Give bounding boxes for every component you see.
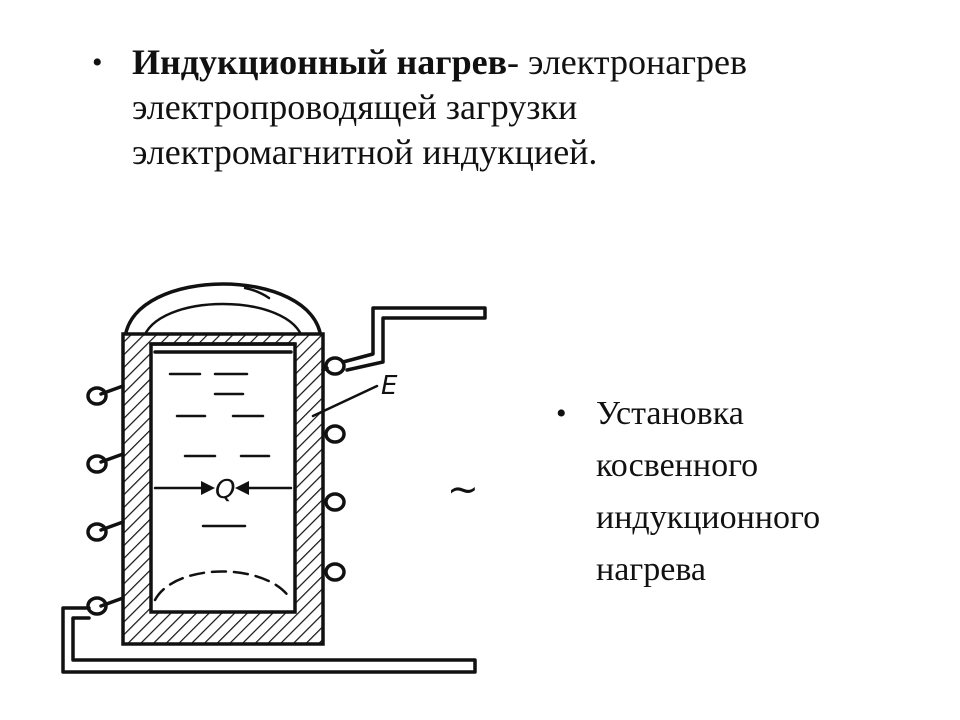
definition-text: Индукционный нагрев- электронагрев элект… (132, 40, 922, 175)
emf-label: E (381, 371, 398, 401)
caption-line-3: индукционного (596, 499, 821, 536)
dome-lid (123, 282, 323, 342)
coil-left (86, 384, 125, 616)
ac-source-symbol: ~ (447, 467, 479, 511)
emf-annotation: E (311, 371, 398, 418)
supply-leads (61, 306, 487, 674)
caption-line-1: Установка (596, 395, 744, 432)
definition-line-1: Индукционный нагрев- электронагрев (132, 40, 922, 85)
inductor-coil (86, 356, 346, 616)
bullet-marker: • (556, 397, 567, 430)
heat-flow-arrows: Q (153, 475, 293, 505)
caption-text: Установка косвенного индукционного нагре… (596, 388, 936, 596)
definition-text-line-3: электромагнитной индукцией. (132, 132, 598, 172)
coil-right (321, 356, 346, 582)
charge-levels (153, 350, 293, 602)
bullet-marker: • (92, 46, 103, 79)
definition-term: Индукционный нагрев (132, 42, 508, 82)
caption-line-2: косвенного (596, 447, 759, 484)
heat-label: Q (215, 475, 235, 505)
caption-line-4: нагрева (596, 551, 707, 588)
crucible (121, 332, 325, 646)
induction-furnace-diagram: Q E ~ (61, 282, 487, 674)
definition-text-line-1: - электронагрев (507, 42, 747, 82)
definition-text-line-2: электропроводящей загрузки (132, 87, 578, 127)
